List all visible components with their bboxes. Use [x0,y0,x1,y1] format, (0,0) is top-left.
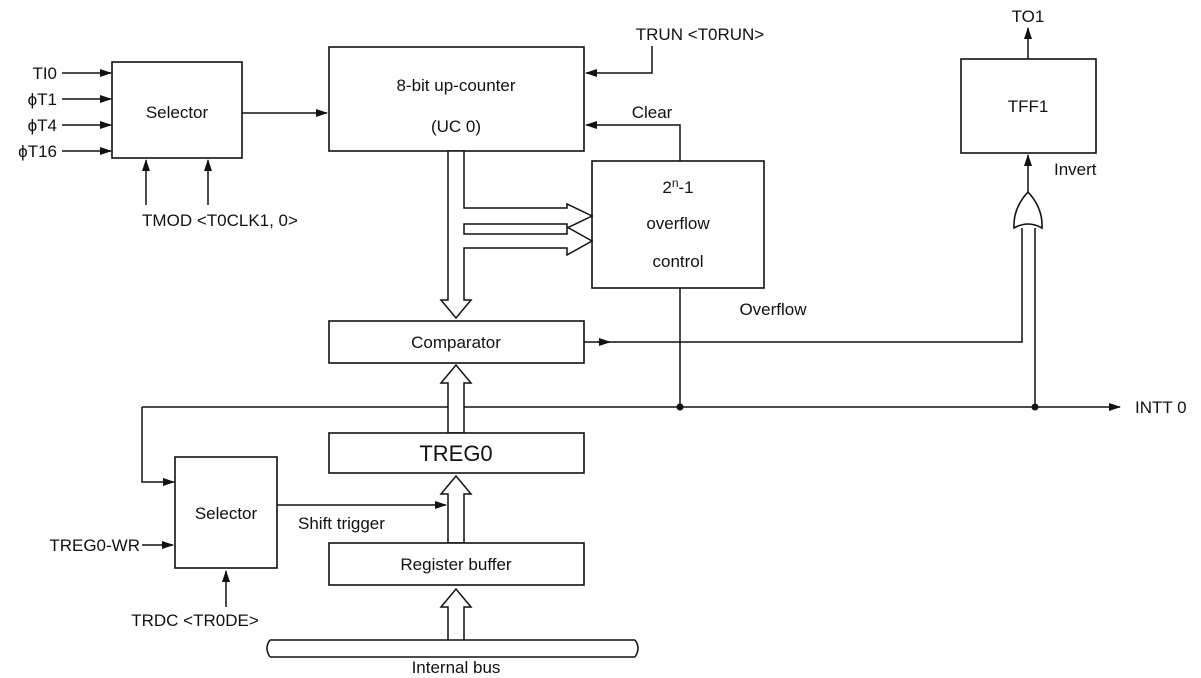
treg0-to-comparator-bus [439,363,473,434]
junction-dot-1 [676,403,684,411]
intt0-feedback-arrow [141,407,175,486]
junction-dot-2 [1031,403,1039,411]
trun-arrow [585,46,653,77]
internal-bus-line [266,639,639,658]
tff1-block: TFF1 [960,58,1097,154]
or-gate [1013,190,1043,230]
internal-bus-to-buffer [439,587,473,641]
to1-label: TO1 [1012,7,1045,26]
up-counter-label: 8-bit up-counter [396,76,515,95]
overflow-control-sublabel: control [652,252,703,271]
selector-2-block: Selector [174,456,278,569]
clear-label: Clear [632,103,673,122]
buffer-to-treg0-bus [439,474,473,544]
overflow-control-block: 2n-1 overflow control [591,160,765,289]
overflow-control-title: 2n-1 [662,176,693,197]
ti0-label: TI0 [32,64,57,83]
overflow-label: Overflow [739,300,807,319]
counter-bus-arrow [439,150,594,320]
register-buffer-label: Register buffer [400,555,512,574]
shift-trigger-label: Shift trigger [298,514,385,533]
up-counter-sublabel: (UC 0) [431,117,481,136]
phi-t4-label: ϕT4 [28,116,57,135]
treg0-block: TREG0 [328,432,585,474]
invert-label: Invert [1054,160,1097,179]
treg0-wr-label: TREG0-WR [49,536,140,555]
intt0-label: INTT 0 [1135,398,1187,417]
selector-1-label: Selector [146,103,209,122]
selector-1-block: Selector [111,61,243,159]
clear-arrow [585,121,681,161]
tmod-label: TMOD <T0CLK1, 0> [142,211,298,230]
overflow-control-label: overflow [646,214,710,233]
treg0-label: TREG0 [419,441,492,466]
trun-label: TRUN <T0RUN> [636,25,765,44]
comparator-label: Comparator [411,333,501,352]
phi-t16-label: ϕT16 [18,142,57,161]
selector-2-label: Selector [195,504,258,523]
comparator-block: Comparator [328,320,585,364]
phi-t1-label: ϕT1 [28,90,57,109]
trdc-label: TRDC <TR0DE> [131,611,259,630]
register-buffer-block: Register buffer [328,542,585,586]
internal-bus-label: Internal bus [412,658,501,677]
up-counter-block: 8-bit up-counter (UC 0) [328,46,585,152]
tff1-label: TFF1 [1008,97,1049,116]
comparator-to-or-wire [584,228,1023,343]
